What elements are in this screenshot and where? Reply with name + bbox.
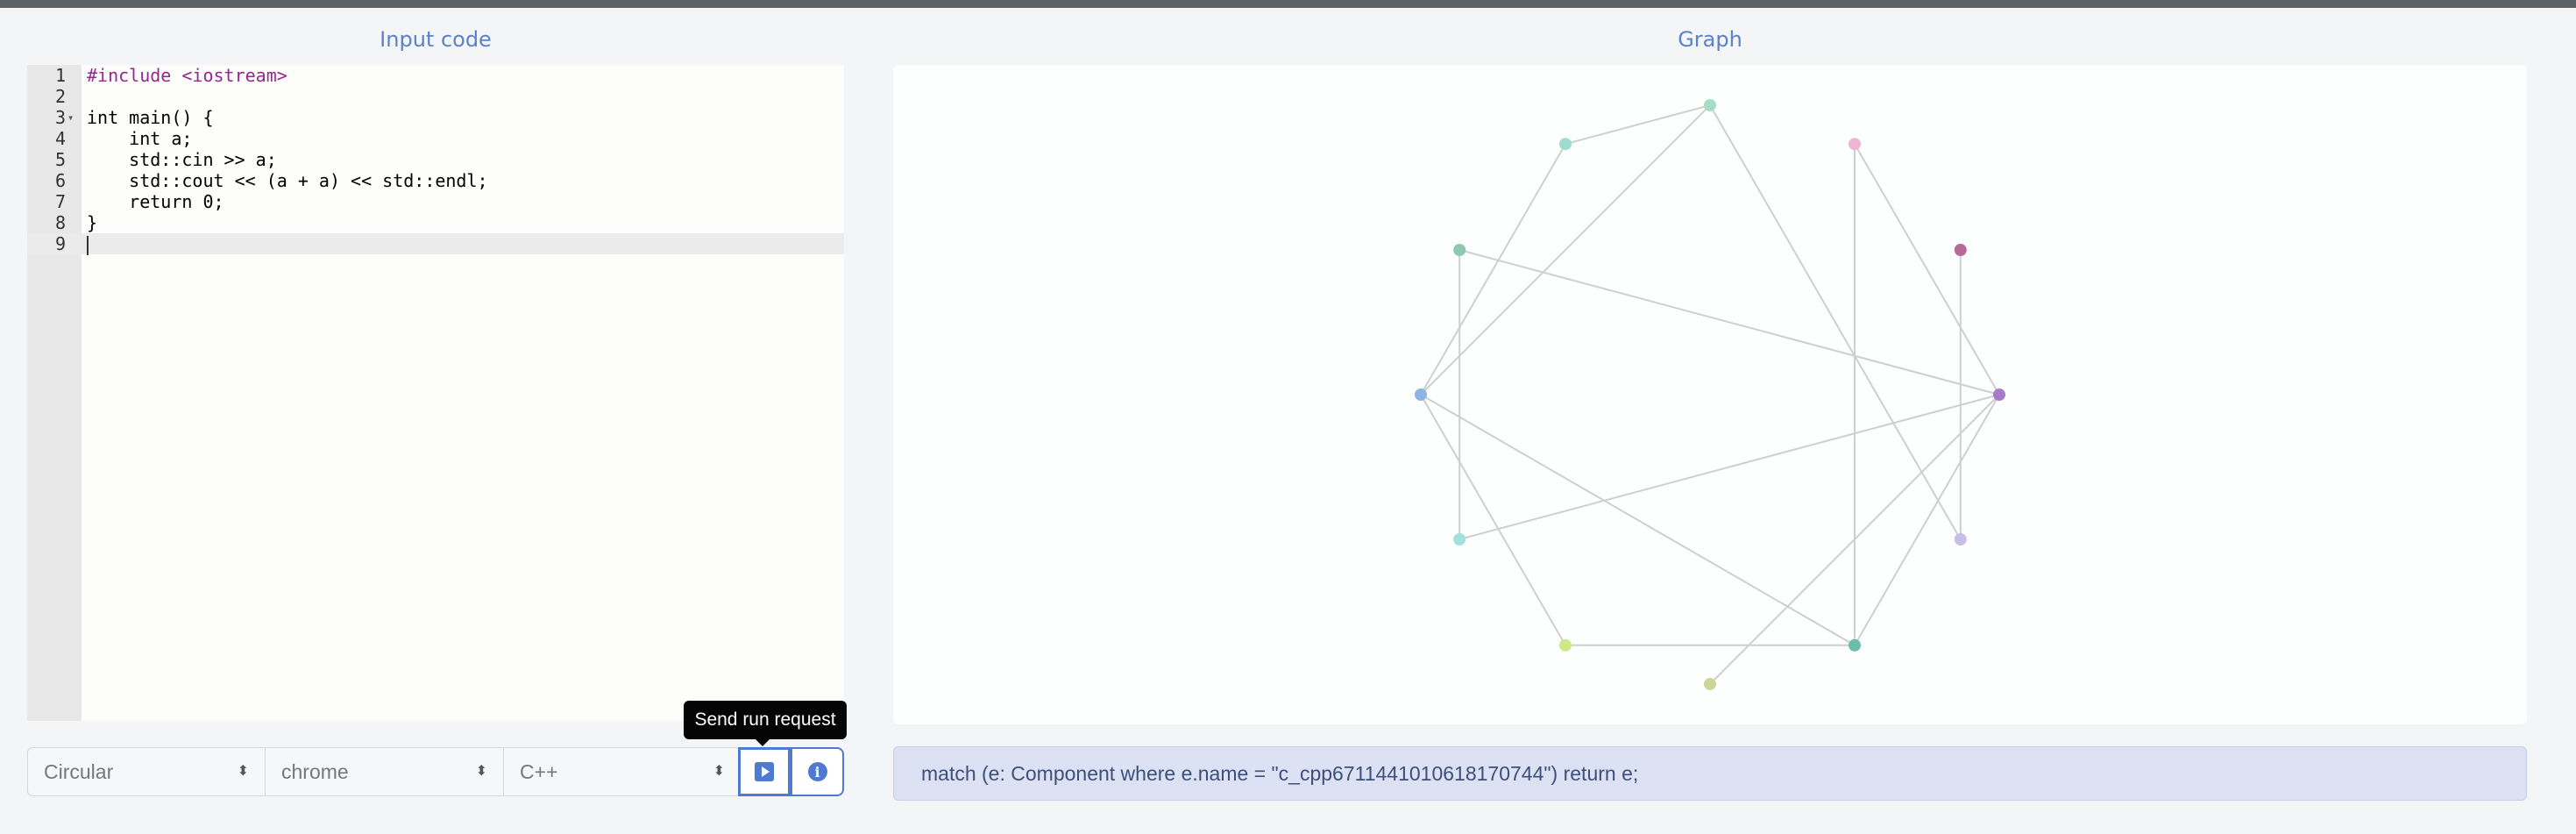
code-line[interactable]: 4 int a;	[27, 128, 844, 149]
code-line[interactable]: 5 std::cin >> a;	[27, 149, 844, 170]
line-number: 6	[54, 170, 66, 191]
graph-node[interactable]	[1849, 138, 1861, 151]
code-line[interactable]: 2	[27, 86, 844, 107]
code-line[interactable]: 3 ▾ int main() {	[27, 107, 844, 128]
tooltip-arrow	[756, 739, 770, 746]
code-text: int a;	[87, 128, 193, 149]
graph-edge	[1565, 104, 1711, 146]
graph-node[interactable]	[1559, 138, 1572, 151]
graph-node[interactable]	[1415, 388, 1427, 401]
graph-canvas[interactable]	[893, 65, 2527, 724]
info-circle-icon: i	[807, 762, 827, 781]
graph-edge	[1709, 394, 2000, 685]
graph-node[interactable]	[1453, 533, 1466, 545]
code-text: std::cout << (a + a) << std::endl;	[87, 170, 488, 191]
query-box[interactable]: match (e: Component where e.name = "c_cp…	[893, 746, 2527, 801]
top-bar	[0, 0, 2576, 8]
code-editor[interactable]: 1 #include <iostream> 2 3 ▾ int main() {…	[27, 65, 844, 721]
line-number: 7	[54, 191, 66, 212]
line-number: 8	[54, 212, 66, 233]
controls-bar: Circular ⬍ chrome ⬍ C++ ⬍ i	[27, 747, 844, 798]
up-down-arrows-icon: ⬍	[713, 764, 725, 779]
code-line[interactable]: 6 std::cout << (a + a) << std::endl;	[27, 170, 844, 191]
graph-edge	[1420, 104, 1711, 396]
browser-select-value: chrome	[281, 760, 349, 783]
layout-select-value: Circular	[44, 760, 114, 783]
graph-node[interactable]	[1704, 99, 1716, 111]
graph-node[interactable]	[1453, 244, 1466, 256]
line-number-gutter	[27, 65, 82, 721]
code-text: #include <iostream>	[87, 65, 287, 86]
language-select-value: C++	[520, 760, 558, 783]
input-code-title: Input code	[380, 27, 492, 52]
code-line[interactable]: 8 }	[27, 212, 844, 233]
code-text: std::cin >> a;	[87, 149, 277, 170]
code-text: return 0;	[87, 191, 224, 212]
line-number: 5	[54, 149, 66, 170]
graph-edge	[1854, 394, 2000, 646]
code-text: int main() {	[87, 107, 214, 128]
graph-edge	[1420, 394, 1856, 646]
graph-edge	[1458, 249, 2000, 396]
graph-edge	[1420, 394, 1566, 646]
graph-node[interactable]	[1954, 244, 1967, 256]
line-number: 3	[54, 107, 66, 128]
code-line[interactable]: 1 #include <iostream>	[27, 65, 844, 86]
graph-title: Graph	[1678, 27, 1742, 52]
code-line-active[interactable]: 9	[27, 233, 844, 255]
graph-edge	[1854, 143, 2000, 396]
graph-edge	[1420, 143, 1566, 396]
graph-svg[interactable]	[893, 65, 2527, 724]
line-number: 4	[54, 128, 66, 149]
graph-node[interactable]	[1993, 388, 2005, 401]
graph-node[interactable]	[1704, 678, 1716, 690]
code-text: }	[87, 212, 98, 233]
graph-edge	[1709, 104, 1962, 540]
line-number: 9	[54, 233, 66, 254]
graph-node[interactable]	[1954, 533, 1967, 545]
line-number: 2	[54, 86, 66, 107]
text-cursor	[87, 233, 89, 255]
graph-node[interactable]	[1559, 638, 1572, 652]
run-tooltip: Send run request	[684, 701, 847, 739]
up-down-arrows-icon: ⬍	[475, 764, 487, 779]
code-line[interactable]: 7 return 0;	[27, 191, 844, 212]
layout-select[interactable]: Circular ⬍	[27, 747, 266, 796]
info-button[interactable]: i	[791, 747, 844, 796]
run-button[interactable]	[738, 747, 791, 796]
language-select[interactable]: C++ ⬍	[503, 747, 742, 796]
up-down-arrows-icon: ⬍	[237, 764, 249, 779]
graph-edge	[1458, 394, 2000, 540]
graph-node[interactable]	[1849, 638, 1861, 652]
line-number: 1	[54, 65, 66, 86]
browser-select[interactable]: chrome ⬍	[265, 747, 504, 796]
fold-arrow-icon[interactable]: ▾	[67, 111, 75, 124]
play-square-icon	[755, 762, 774, 781]
